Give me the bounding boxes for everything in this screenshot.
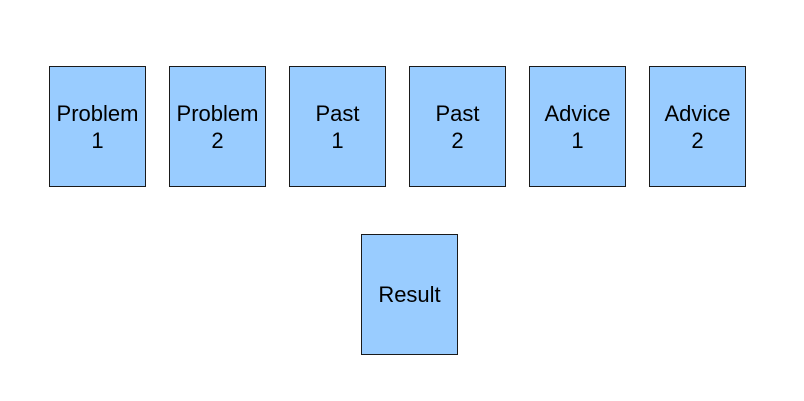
card-label: Problem (56, 100, 139, 126)
card-problem-1: Problem 1 (49, 66, 146, 187)
card-past-1: Past 1 (289, 66, 386, 187)
card-label: Problem (176, 100, 259, 126)
card-number: 1 (331, 127, 344, 153)
card-label: Past (315, 100, 360, 126)
card-number: 2 (451, 127, 464, 153)
card-number: 2 (211, 127, 224, 153)
card-result: Result (361, 234, 458, 355)
card-label: Result (378, 282, 441, 307)
card-number: 1 (571, 127, 584, 153)
card-past-2: Past 2 (409, 66, 506, 187)
card-label: Past (435, 100, 480, 126)
card-advice-1: Advice 1 (529, 66, 626, 187)
card-number: 1 (91, 127, 104, 153)
card-problem-2: Problem 2 (169, 66, 266, 187)
card-label: Advice (544, 100, 611, 126)
card-advice-2: Advice 2 (649, 66, 746, 187)
card-label: Advice (664, 100, 731, 126)
card-number: 2 (691, 127, 704, 153)
